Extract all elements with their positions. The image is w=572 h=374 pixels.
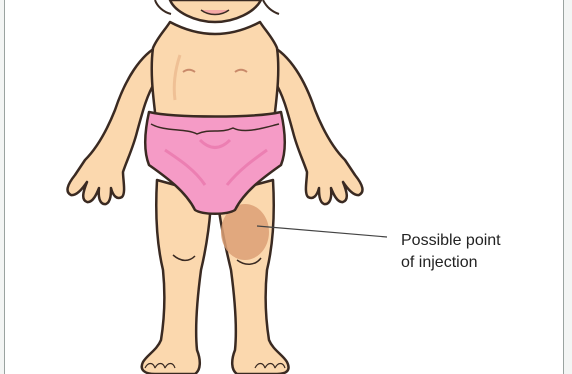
injection-label-line1: Possible point <box>401 230 501 252</box>
child-face <box>155 0 279 22</box>
annotation-leader-line <box>257 226 387 237</box>
injection-label-line2: of injection <box>401 252 501 274</box>
diagram-frame: Possible point of injection <box>4 0 564 374</box>
child-body-illustration <box>5 0 564 374</box>
injection-point-label: Possible point of injection <box>401 230 501 274</box>
